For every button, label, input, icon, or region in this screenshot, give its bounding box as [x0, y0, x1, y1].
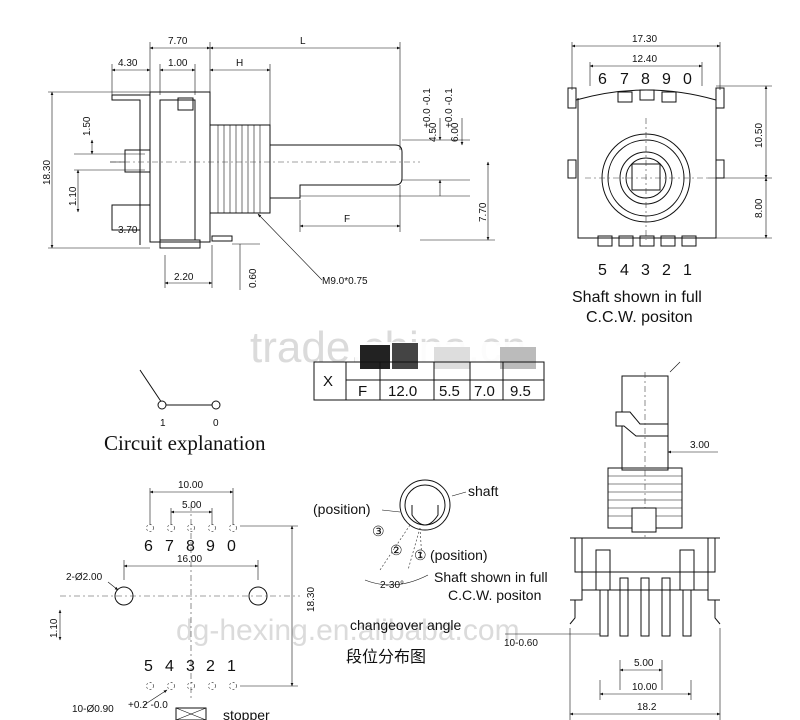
- dim-16-00: 16.00: [177, 554, 202, 565]
- front-top-pin-0: 0: [683, 71, 692, 88]
- dim-1-00: 1.00: [168, 58, 188, 69]
- side-view: 7.70 L 4.30 1.00 H 18.30 1.50 1.10 3.70: [42, 36, 495, 290]
- table-value-4: 9.5: [510, 383, 531, 400]
- dim-10-0-60: 10-0.60: [504, 638, 538, 649]
- pcb-bottom-pin-3: 3: [186, 658, 195, 675]
- front-bottom-pin-5: 5: [598, 262, 607, 279]
- dim-2-20: 2.20: [174, 272, 194, 283]
- dim-L: L: [300, 36, 306, 47]
- dim-7-70-vertical: 7.70: [478, 202, 489, 222]
- dim-end-10-00: 10.00: [632, 682, 657, 693]
- front-top-pin-8: 8: [641, 71, 650, 88]
- dim-H: H: [236, 58, 243, 69]
- dim-pcb-18-30: 18.30: [306, 587, 317, 612]
- dim-10-50: 10.50: [754, 123, 765, 148]
- dim-6-00-tol: +0.0 -0.1: [444, 88, 455, 128]
- dim-18-2: 18.2: [637, 702, 657, 713]
- pcb-layout: 10.00 5.00 6 7 8 9 0 16.00 2-Ø2.00 18.30…: [49, 480, 317, 720]
- dim-12-40: 12.40: [632, 54, 657, 65]
- position-label: (position): [313, 501, 371, 517]
- dimension-table: X F 12.0 5.5 7.0 9.5: [313, 342, 545, 401]
- front-bottom-pin-2: 2: [662, 262, 671, 279]
- pcb-top-pin-6: 6: [144, 538, 153, 555]
- front-bottom-pin-1: 1: [683, 262, 692, 279]
- pcb-top-pin-8: 8: [186, 538, 195, 555]
- circuit-explanation: 1 0 Circuit explanation: [104, 369, 266, 455]
- dim-17-30: 17.30: [632, 34, 657, 45]
- dim-4-30: 4.30: [118, 58, 138, 69]
- angle-label: 2-30°: [380, 580, 404, 591]
- front-bottom-pin-3: 3: [641, 262, 650, 279]
- front-top-pin-9: 9: [662, 71, 671, 88]
- marker-2: ②: [390, 542, 403, 558]
- dim-1-50: 1.50: [82, 116, 93, 136]
- marker-3: ③: [372, 523, 385, 539]
- pcb-top-pin-0: 0: [227, 538, 236, 555]
- front-top-pin-6: 6: [598, 71, 607, 88]
- dim-6-00: 6.00: [450, 122, 461, 142]
- dim-10-00: 10.00: [178, 480, 203, 491]
- dim-0-60: 0.60: [248, 268, 259, 288]
- dim-3-70: 3.70: [118, 225, 138, 236]
- marker-1: ①: [414, 547, 427, 563]
- dim-7-70: 7.70: [168, 36, 188, 47]
- dim-1-10: 1.10: [68, 186, 79, 206]
- circuit-title: Circuit explanation: [104, 431, 266, 455]
- front-caption-line-2: C.C.W. positon: [586, 309, 693, 326]
- table-value-2: 5.5: [439, 383, 460, 400]
- pcb-top-pin-7: 7: [165, 538, 174, 555]
- front-caption-line-1: Shaft shown in full: [572, 289, 702, 306]
- dim-8-00: 8.00: [754, 198, 765, 218]
- changeover-label: changeover angle: [350, 617, 462, 633]
- table-value-1: 12.0: [388, 383, 417, 400]
- dim-18-30: 18.30: [42, 160, 53, 185]
- table-header-F: F: [358, 383, 367, 400]
- dim-4-50-tol: +0.0 -0.1: [422, 88, 433, 128]
- dim-end-5-00: 5.00: [634, 658, 654, 669]
- table-row-label: X: [323, 373, 333, 390]
- dim-4-50: 4.50: [428, 122, 439, 142]
- front-bottom-pin-4: 4: [620, 262, 629, 279]
- circuit-pin-0: 0: [213, 418, 219, 429]
- front-top-pin-7: 7: [620, 71, 629, 88]
- pcb-bottom-pin-5: 5: [144, 658, 153, 675]
- front-view: 17.30 12.40 6 7 8 9 0: [567, 34, 772, 326]
- dim-pins-hole: 10-Ø0.90: [72, 704, 114, 715]
- position-1-label: (position): [430, 547, 488, 563]
- position-diagram: shaft (position) ③ ② ① (position) 2-30° …: [313, 479, 548, 666]
- pcb-bottom-pin-1: 1: [227, 658, 236, 675]
- shaft-label: shaft: [468, 483, 498, 499]
- position-caption-line-1: Shaft shown in full: [434, 569, 548, 585]
- thread-lines: [217, 125, 261, 213]
- chinese-title: 段位分布图: [346, 647, 426, 666]
- dim-F: F: [344, 214, 350, 225]
- pcb-bottom-pin-2: 2: [206, 658, 215, 675]
- circuit-pin-1: 1: [160, 418, 166, 429]
- dim-pcb-1-10: 1.10: [49, 618, 60, 638]
- pcb-bottom-pin-4: 4: [165, 658, 174, 675]
- table-value-3: 7.0: [474, 383, 495, 400]
- pcb-top-pin-9: 9: [206, 538, 215, 555]
- end-view: 3.00 10-0.60 5.00: [504, 361, 721, 720]
- position-caption-line-2: C.C.W. positon: [448, 587, 541, 603]
- dim-5-00: 5.00: [182, 500, 202, 511]
- dim-thread: M9.0*0.75: [322, 276, 368, 287]
- dim-3-00: 3.00: [690, 440, 710, 451]
- watermark-bottom: dg-hexing.en.alibaba.com: [176, 614, 520, 647]
- stopper-legend: stopper: [223, 707, 270, 720]
- dim-hole: 2-Ø2.00: [66, 572, 103, 583]
- dim-pins-tol: +0.2 -0.0: [128, 700, 168, 711]
